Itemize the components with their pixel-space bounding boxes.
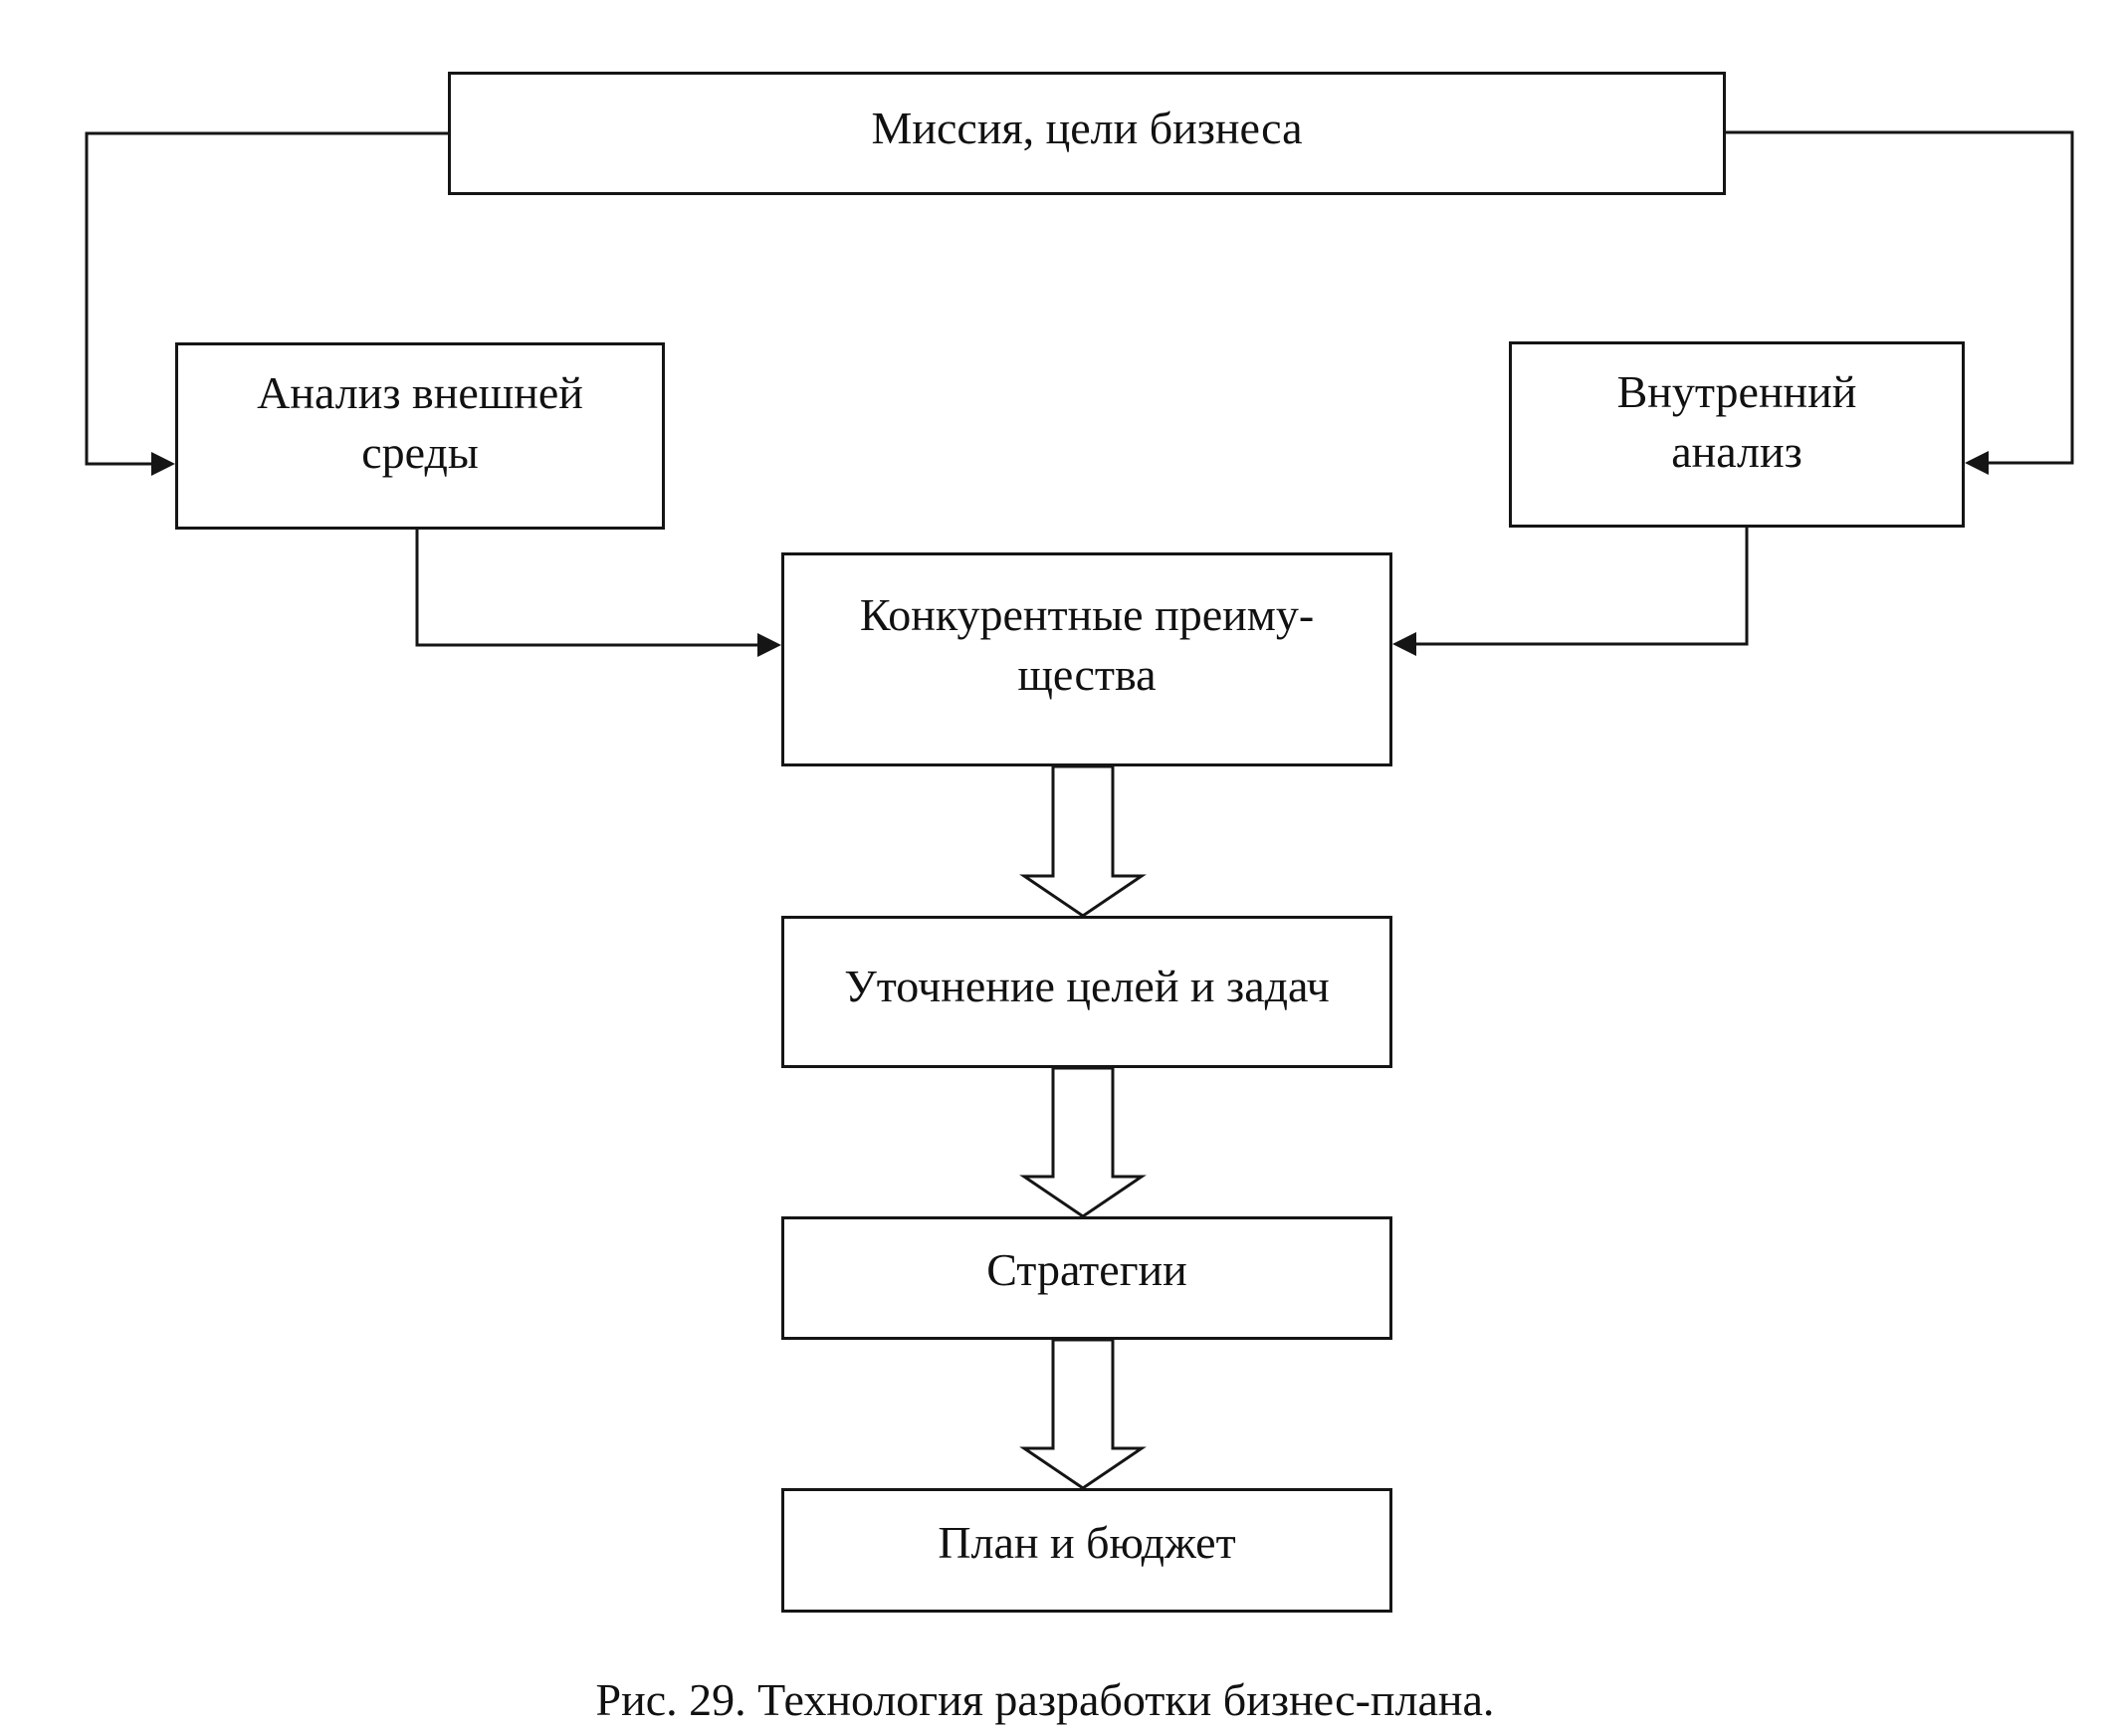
- mission-box: Миссия, цели бизнеса: [448, 72, 1726, 195]
- connector-mission-to-internal: [1726, 130, 2074, 465]
- arrowhead-external: [151, 452, 175, 476]
- external-analysis-line-2: среды: [361, 427, 479, 478]
- competitive-advantages-line-1: Конкурентные преиму-: [859, 589, 1315, 640]
- external-analysis-box: Анализ внешней среды: [175, 342, 665, 530]
- block-arrow-advantage-to-goals: [1019, 764, 1147, 918]
- internal-analysis-text: Внутренний анализ: [1617, 362, 1857, 482]
- connector-mission-to-external: [85, 131, 448, 466]
- strategies-box: Стратегии: [781, 1216, 1392, 1340]
- external-analysis-text: Анализ внешней среды: [257, 363, 583, 483]
- goals-refinement-box: Уточнение целей и задач: [781, 916, 1392, 1068]
- plan-budget-box: План и бюджет: [781, 1488, 1392, 1613]
- connector-external-to-advantage: [415, 530, 764, 647]
- external-analysis-line-1: Анализ внешней: [257, 367, 583, 418]
- internal-analysis-box: Внутренний анализ: [1509, 341, 1965, 528]
- strategies-label: Стратегии: [986, 1244, 1187, 1295]
- plan-budget-label: План и бюджет: [938, 1516, 1236, 1568]
- connector-internal-to-advantage: [1409, 528, 1749, 646]
- block-arrow-strategies-to-plan: [1019, 1338, 1147, 1490]
- arrowhead-advantage-left: [757, 633, 781, 657]
- mission-label: Миссия, цели бизнеса: [871, 103, 1303, 153]
- arrowhead-internal: [1965, 451, 1989, 475]
- block-arrow-goals-to-strategies: [1019, 1066, 1147, 1218]
- internal-analysis-line-2: анализ: [1671, 426, 1802, 477]
- competitive-advantages-box: Конкурентные преиму- щества: [781, 552, 1392, 766]
- competitive-advantages-line-2: щества: [1017, 649, 1157, 700]
- goals-refinement-label: Уточнение целей и задач: [844, 960, 1330, 1011]
- internal-analysis-line-1: Внутренний: [1616, 366, 1857, 417]
- figure-caption: Рис. 29. Технология разработки бизнес-пл…: [595, 1674, 1495, 1725]
- competitive-advantages-text: Конкурентные преиму- щества: [860, 585, 1314, 705]
- arrowhead-advantage-right: [1392, 632, 1416, 656]
